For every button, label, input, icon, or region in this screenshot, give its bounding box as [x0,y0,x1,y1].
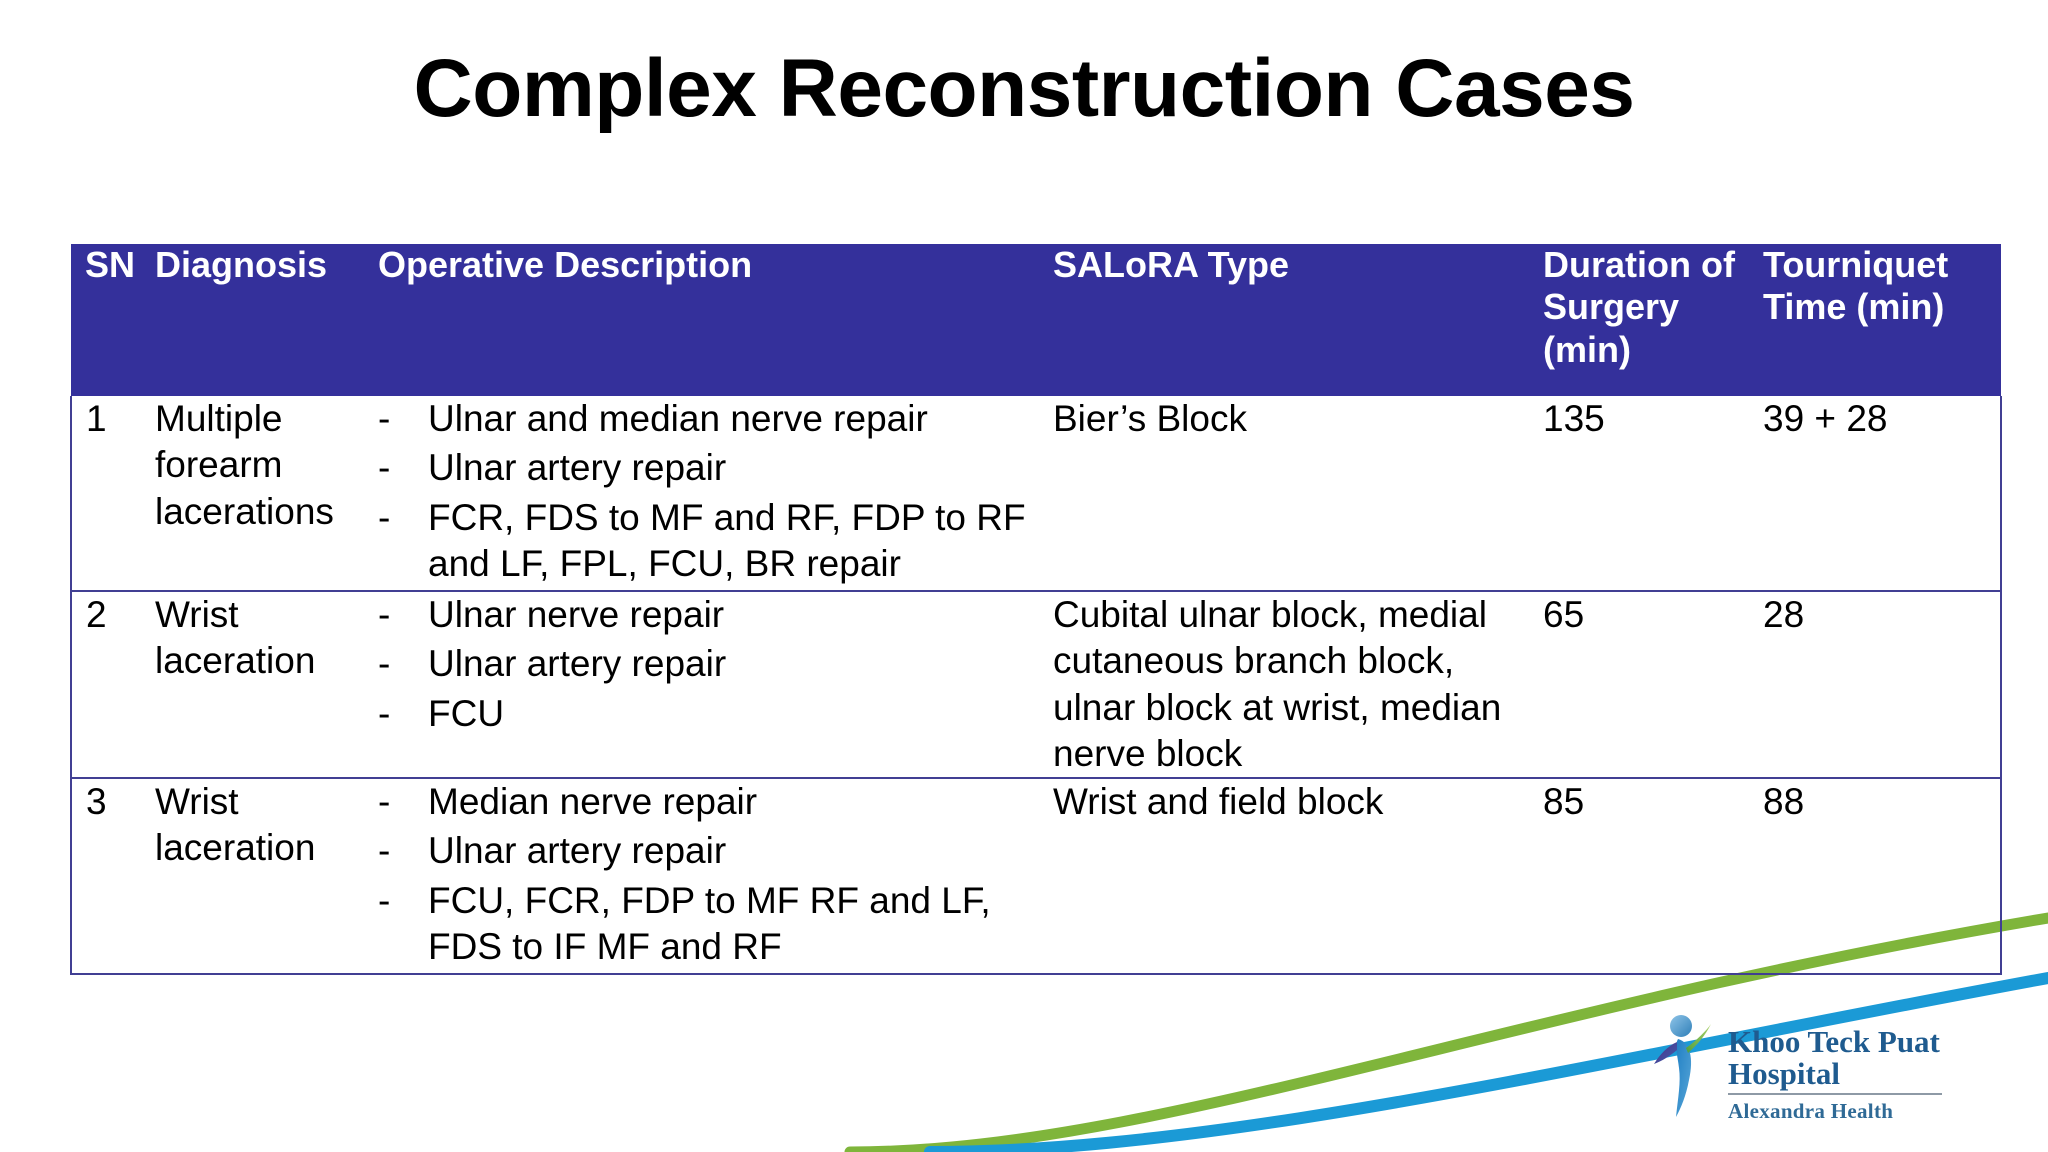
header-row: SN Diagnosis Operative Description SALoR… [71,244,2001,396]
list-item: - Ulnar artery repair [378,445,1041,491]
salora-type-value: Wrist and field block [1053,781,1384,822]
cell-salora-type: Cubital ulnar block, medial cutaneous br… [1041,590,1531,779]
table-header: SN Diagnosis Operative Description SALoR… [71,244,2001,396]
list-item: - Median nerve repair [378,779,1041,825]
list-item: - FCU [378,691,1041,737]
operative-description-list: - Ulnar and median nerve repair - Ulnar … [378,396,1041,587]
dash-bullet-icon: - [378,692,391,734]
cell-diagnosis: Wrist laceration [141,590,366,779]
duration-value: 65 [1543,594,1585,635]
cell-tourniquet-time: 39 + 28 [1751,396,2002,592]
column-header-sn: SN [71,244,141,396]
dash-bullet-icon: - [378,398,391,439]
cell-duration-of-surgery: 65 [1531,590,1751,779]
cell-sn: 2 [70,590,141,779]
dash-bullet-icon: - [378,447,391,489]
sn-value: 3 [86,781,107,822]
operative-item-text: Median nerve repair [428,781,758,822]
dash-bullet-icon: - [378,879,391,921]
cell-diagnosis: Multiple forearm lacerations [141,396,366,592]
list-item: - Ulnar artery repair [378,828,1041,874]
list-item: - FCU, FCR, FDP to MF RF and LF, FDS to … [378,878,1041,971]
operative-description-list: - Ulnar nerve repair - Ulnar artery repa… [378,592,1041,737]
sn-value: 1 [86,398,107,439]
logo-divider [1728,1093,1942,1096]
list-item: - FCR, FDS to MF and RF, FDP to RF and L… [378,495,1041,588]
cell-salora-type: Bier’s Block [1041,396,1531,592]
duration-value: 135 [1543,398,1605,439]
duration-value: 85 [1543,781,1585,822]
column-header-operative-description: Operative Description [366,244,1041,396]
list-item: - Ulnar nerve repair [378,592,1041,638]
logo-line-2: Hospital [1728,1055,1840,1091]
salora-type-value: Cubital ulnar block, medial cutaneous br… [1053,594,1502,774]
cell-tourniquet-time: 88 [1751,777,2002,975]
operative-item-text: Ulnar nerve repair [428,594,725,635]
cell-duration-of-surgery: 85 [1531,777,1751,975]
operative-item-text: FCU [428,692,505,734]
operative-item-text: Ulnar artery repair [428,643,727,685]
operative-item-text: Ulnar and median nerve repair [428,398,928,439]
column-header-tourniquet-time: Tourniquet Time (min) [1751,244,2001,396]
cell-operative-description: - Ulnar nerve repair - Ulnar artery repa… [366,590,1041,779]
table-body: 1 Multiple forearm lacerations - Ulnar a… [70,396,2002,975]
list-item: - Ulnar and median nerve repair [378,396,1041,442]
logo-line-1: Khoo Teck Puat [1728,1024,1940,1059]
dash-bullet-icon: - [378,496,391,538]
column-header-diagnosis: Diagnosis [141,244,366,396]
dash-bullet-icon: - [378,830,391,872]
operative-item-text: Ulnar artery repair [428,447,727,489]
sn-value: 2 [86,594,107,635]
hospital-logo: Khoo Teck Puat Hospital Alexandra Health [1648,1012,2048,1142]
operative-item-text: Ulnar artery repair [428,830,727,872]
tourniquet-value: 28 [1763,594,1805,635]
cell-diagnosis: Wrist laceration [141,777,366,975]
table-row: 3 Wrist laceration - Median nerve repair… [70,777,2002,975]
cell-sn: 3 [70,777,141,975]
diagnosis-value: Wrist laceration [155,594,316,682]
cell-salora-type: Wrist and field block [1041,777,1531,975]
complex-reconstruction-cases-table: SN Diagnosis Operative Description SALoR… [70,244,2002,975]
column-header-salora-type: SALoRA Type [1041,244,1531,396]
list-item: - Ulnar artery repair [378,641,1041,687]
page-title: Complex Reconstruction Cases [413,43,1635,134]
cell-duration-of-surgery: 135 [1531,396,1751,592]
salora-type-value: Bier’s Block [1053,398,1247,439]
cell-sn: 1 [70,396,141,592]
column-header-duration-of-surgery: Duration of Surgery (min) [1531,244,1751,396]
cell-operative-description: - Median nerve repair - Ulnar artery rep… [366,777,1041,975]
cell-tourniquet-time: 28 [1751,590,2002,779]
operative-description-list: - Median nerve repair - Ulnar artery rep… [378,779,1041,970]
operative-item-text: FCU, FCR, FDP to MF RF and LF, FDS to IF… [428,879,991,967]
tourniquet-value: 88 [1763,781,1805,822]
dash-bullet-icon: - [378,643,391,685]
operative-item-text: FCR, FDS to MF and RF, FDP to RF and LF,… [428,496,1026,584]
table-row: 1 Multiple forearm lacerations - Ulnar a… [70,396,2002,592]
diagnosis-value: Multiple forearm lacerations [155,398,334,532]
dash-bullet-icon: - [378,594,391,635]
logo-line-3: Alexandra Health [1728,1099,1894,1124]
tourniquet-value: 39 + 28 [1763,398,1888,439]
logo-wordmark: Khoo Teck Puat Hospital Alexandra Health [1728,1012,2048,1124]
person-figure-icon [1654,1015,1711,1117]
table-row: 2 Wrist laceration - Ulnar nerve repair … [70,590,2002,779]
diagnosis-value: Wrist laceration [155,781,316,869]
dash-bullet-icon: - [378,781,391,822]
cell-operative-description: - Ulnar and median nerve repair - Ulnar … [366,396,1041,592]
